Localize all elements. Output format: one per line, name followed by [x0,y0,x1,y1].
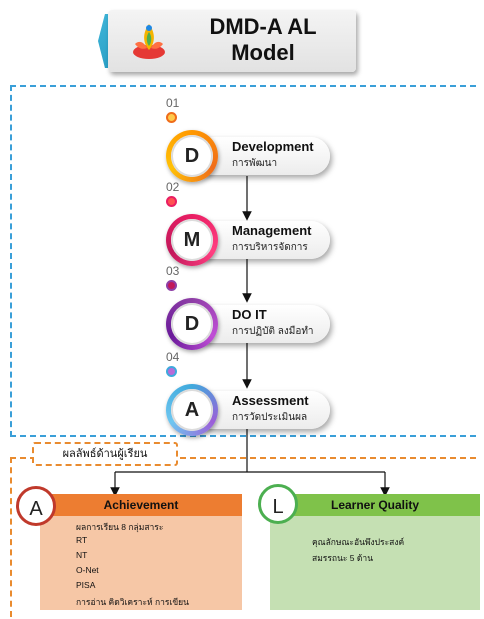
learner-quality-item: สมรรถนะ 5 ด้าน [312,553,373,563]
step-dot [166,112,177,123]
step-number: 03 [166,264,180,278]
learner-quality-header: Learner Quality [270,494,480,516]
step-badge-m: M [166,214,218,266]
achievement-item: การอ่าน คิดวิเคราะห์ การเขียน [76,597,189,607]
step-badge-d: D [166,298,218,350]
step-badge-d: D [166,130,218,182]
achievement-item: NT [76,550,88,560]
achievement-item: RT [76,535,88,545]
achievement-item: O-Net [76,565,99,575]
achievement-header: Achievement [40,494,242,516]
step-dot [166,280,177,291]
title-line-1: DMD-A AL [209,14,317,39]
step-subtitle: การบริหารจัดการ [232,242,308,253]
achievement-letter-badge: A [16,486,56,526]
step-letter: A [171,389,213,431]
title-line-2: Model [231,40,295,65]
step-dot [166,196,177,207]
step-letter: D [171,303,213,345]
step-title: Management [232,223,312,238]
step-title: Development [232,139,314,154]
learner-quality-item: คุณลักษณะอันพึงประสงค์ [312,537,405,547]
result-label: ผลลัพธ์ด้านผู้เรียน [32,442,178,466]
achievement-item: PISA [76,580,96,590]
step-title: DO IT [232,307,267,322]
step-subtitle: การวัดประเมินผล [232,412,308,423]
learner-quality-letter-badge: L [258,484,298,524]
step-subtitle: การพัฒนา [232,158,278,169]
achievement-item: ผลการเรียน 8 กลุ่มสาระ [76,522,164,532]
step-dot [166,366,177,377]
step-subtitle: การปฏิบัติ ลงมือทำ [232,326,314,337]
step-letter: D [171,135,213,177]
page-title: DMD-A AL Model [178,14,348,70]
process-frame [10,85,476,437]
step-title: Assessment [232,393,309,408]
step-number: 01 [166,96,180,110]
step-number: 04 [166,350,180,364]
step-letter: M [171,219,213,261]
lotus-emblem-icon [133,24,165,59]
step-number: 02 [166,180,180,194]
step-badge-a: A [166,384,218,436]
outcome-frame [10,457,476,617]
